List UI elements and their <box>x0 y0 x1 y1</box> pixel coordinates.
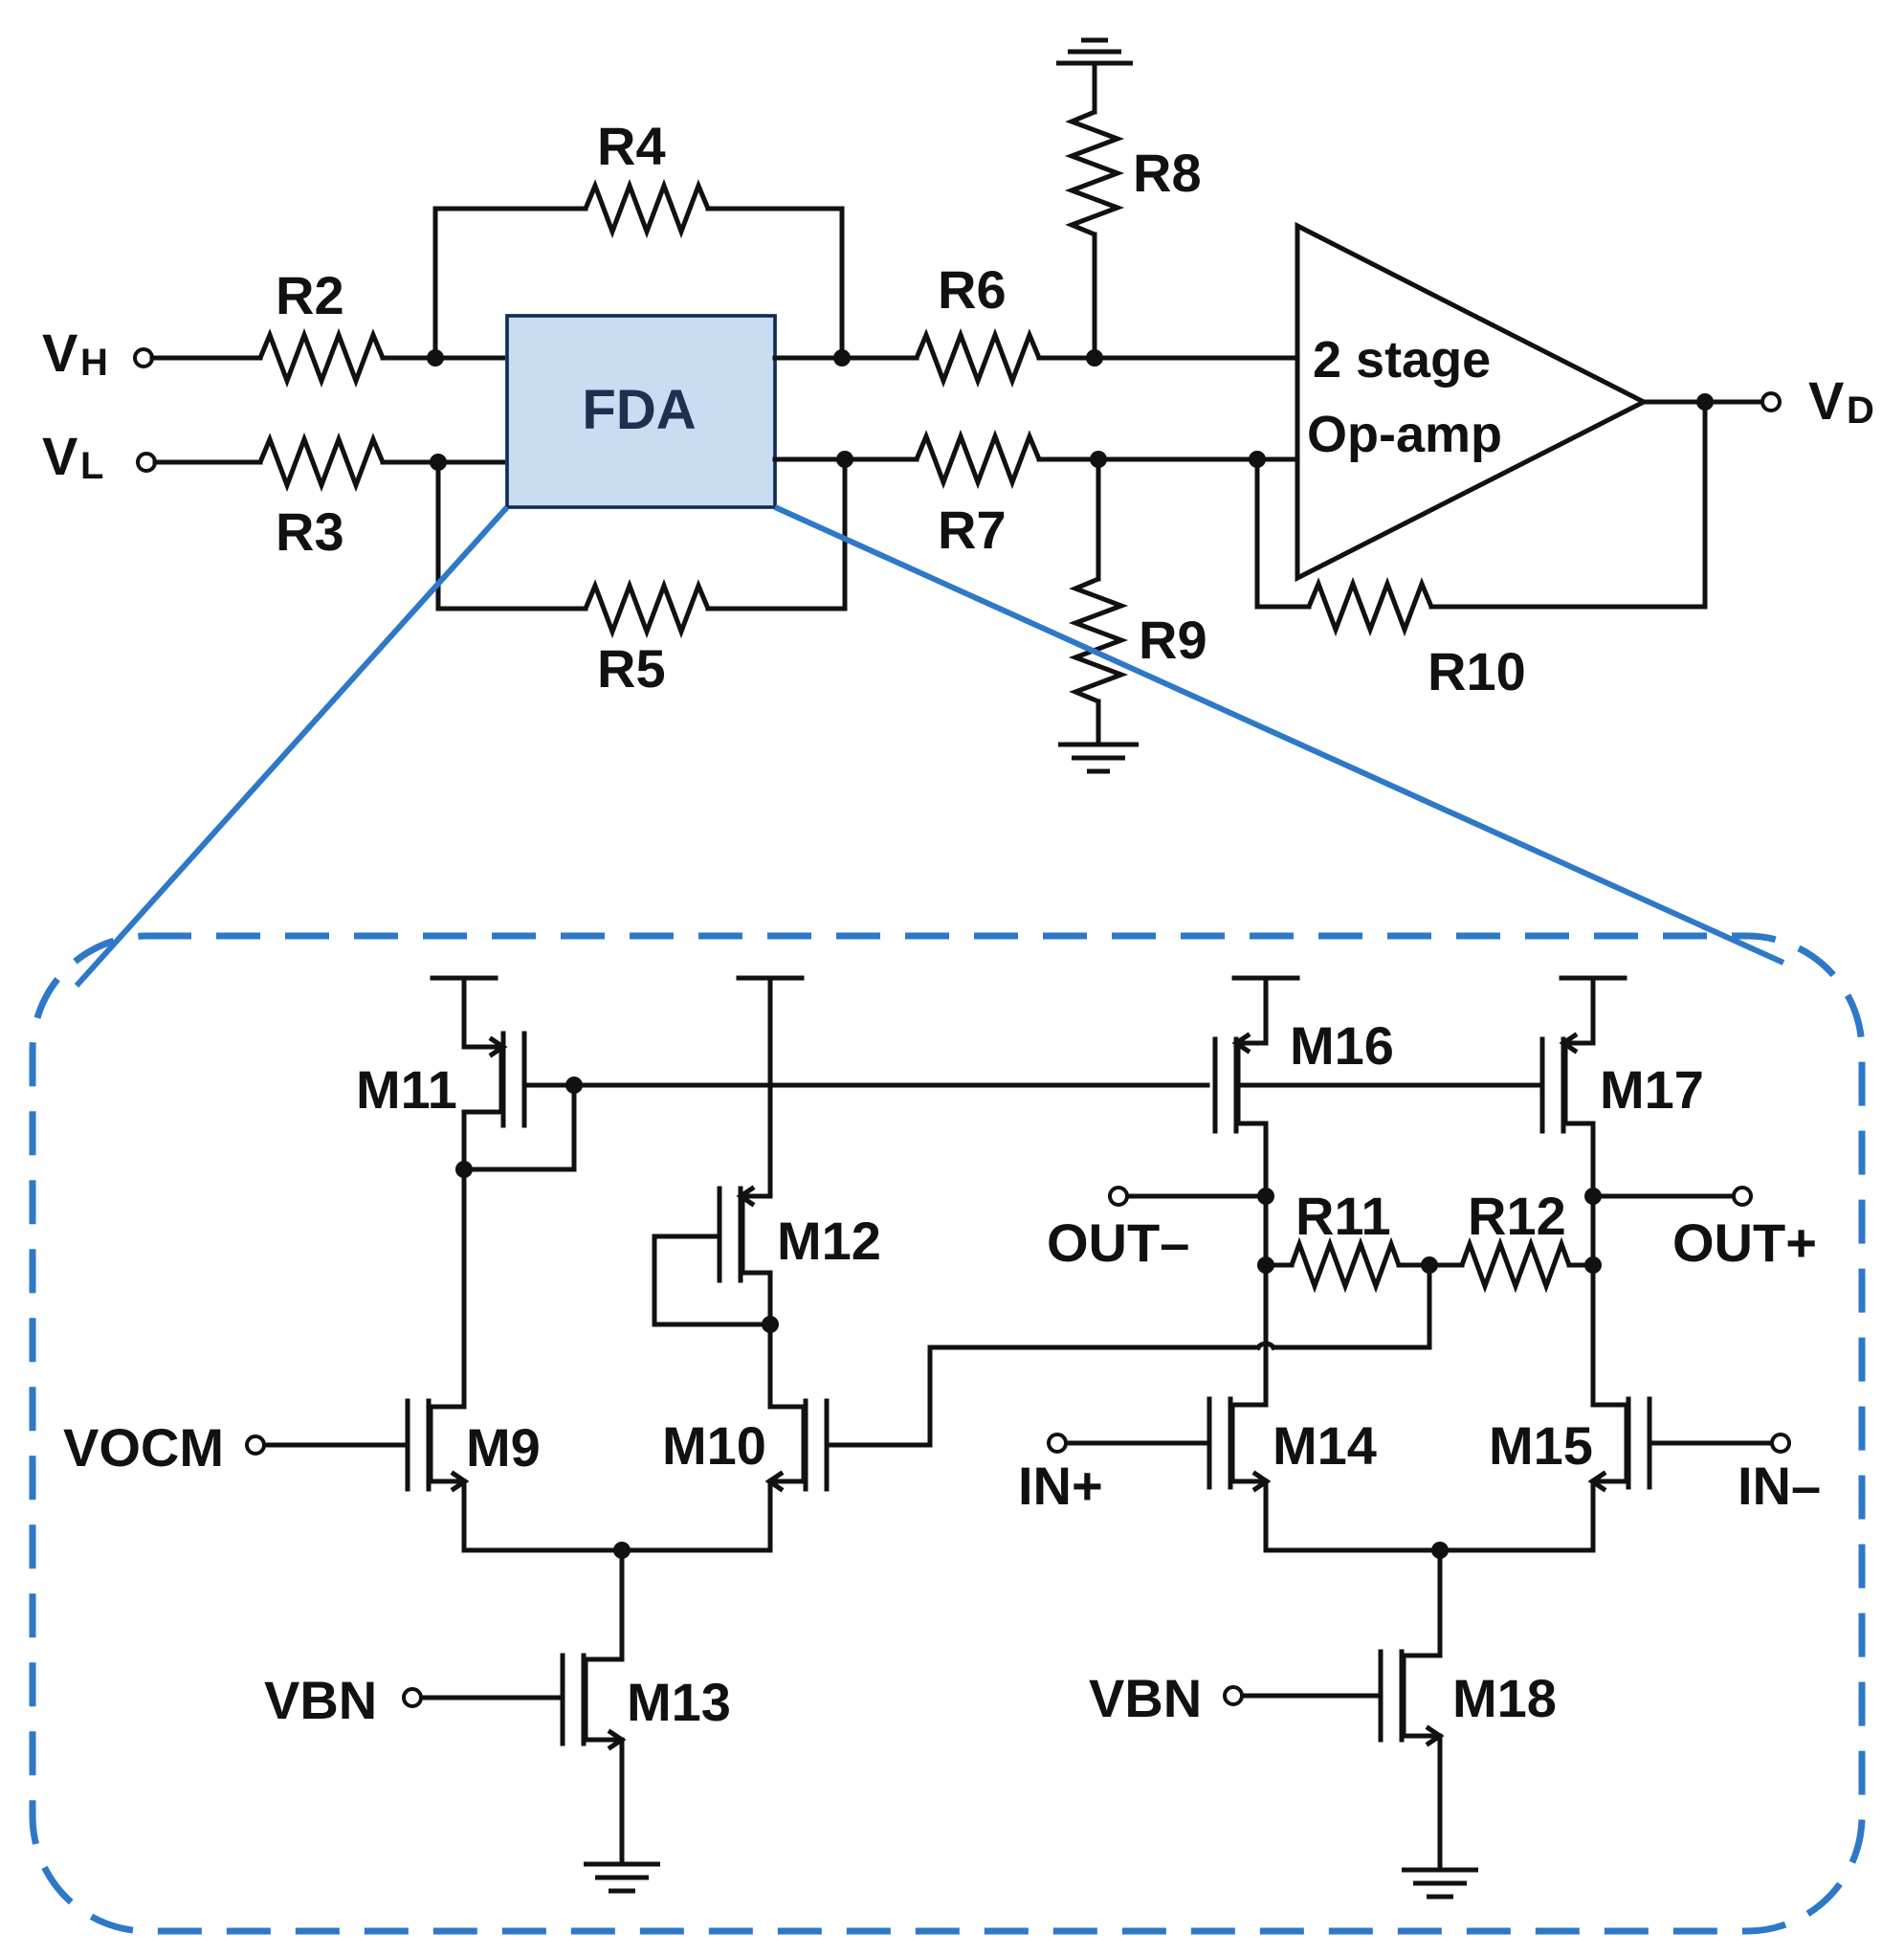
ground-symbol-m18 <box>1402 1867 1478 1900</box>
resistor-r7 <box>914 429 1042 490</box>
out-minus-terminal <box>1108 1186 1129 1207</box>
svg-text:H: H <box>80 342 108 384</box>
fda-label: FDA <box>582 379 696 441</box>
transistor-m17 <box>1233 975 1596 1199</box>
vbn-terminal-left <box>402 1687 423 1708</box>
top-circuit: FDA <box>42 37 1874 774</box>
opamp-label-line2: Op-amp <box>1307 406 1502 463</box>
m16-label: M16 <box>1290 1015 1394 1076</box>
ground-symbol-r9 <box>1058 742 1139 774</box>
r5-feedback <box>435 459 848 639</box>
zoom-line-left <box>74 504 510 989</box>
svg-text:V: V <box>42 322 77 383</box>
r4-label: R4 <box>597 116 666 176</box>
resistor-r4 <box>583 178 711 239</box>
vbn-terminal-right <box>1223 1685 1244 1706</box>
output-network <box>1108 1186 1753 1408</box>
in-plus-terminal <box>1047 1433 1068 1454</box>
r3-label: R3 <box>276 501 344 562</box>
vocm-terminal <box>245 1434 266 1456</box>
resistor-r11 <box>1289 1236 1402 1294</box>
svg-text:L: L <box>80 445 103 487</box>
supply-symbol-top <box>1056 37 1133 66</box>
in-plus-label: IN+ <box>1018 1456 1103 1516</box>
transistor-m11 <box>461 975 1210 1172</box>
resistor-r12 <box>1459 1236 1572 1294</box>
m9-label: M9 <box>466 1417 541 1478</box>
r8-branch <box>1056 37 1133 361</box>
vl-terminal <box>136 452 157 473</box>
ground-symbol-m13 <box>584 1861 660 1894</box>
top-junctions <box>427 349 1714 471</box>
resistor-r10 <box>1306 576 1434 637</box>
m10-label: M10 <box>662 1415 766 1476</box>
vh-label: V H <box>42 322 108 384</box>
in-minus-terminal <box>1770 1433 1791 1454</box>
vbn-label-left: VBN <box>264 1670 377 1730</box>
in-minus-label: IN– <box>1738 1456 1821 1516</box>
detail-junctions <box>455 1077 1602 1559</box>
m14-label: M14 <box>1273 1415 1377 1476</box>
zoom-callout <box>29 504 1866 1935</box>
out-plus-terminal <box>1732 1186 1753 1207</box>
m18-label: M18 <box>1452 1668 1557 1728</box>
vl-input-path <box>136 432 510 493</box>
vocm-label: VOCM <box>63 1417 224 1478</box>
out-plus-label: OUT+ <box>1672 1212 1817 1273</box>
m17-label: M17 <box>1600 1059 1704 1120</box>
r6-label: R6 <box>938 259 1007 320</box>
r10-label: R10 <box>1428 641 1526 701</box>
r12-label: R12 <box>1468 1186 1566 1246</box>
zoom-line-right <box>773 504 1785 966</box>
opamp-triangle <box>1295 221 1649 583</box>
vd-terminal <box>1760 391 1782 412</box>
svg-text:V: V <box>1808 370 1844 431</box>
transistor-m10 <box>764 1262 1432 1553</box>
r9-branch <box>1058 456 1139 774</box>
transistor-m9 <box>245 1167 470 1553</box>
fda-detail-frame <box>29 932 1866 1935</box>
transistor-m12 <box>652 975 773 1327</box>
svg-text:D: D <box>1847 389 1874 432</box>
r5-label: R5 <box>597 638 666 699</box>
out-minus-label: OUT– <box>1047 1212 1189 1273</box>
transistor-m18 <box>1223 1547 1596 1900</box>
m11-label: M11 <box>356 1059 457 1120</box>
vh-input-path <box>133 327 510 389</box>
svg-text:V: V <box>42 426 77 486</box>
r11-label: R11 <box>1295 1186 1391 1246</box>
resistor-r9 <box>1068 576 1129 704</box>
m13-label: M13 <box>627 1672 731 1732</box>
resistor-r6 <box>914 327 1042 389</box>
r7-label: R7 <box>938 500 1007 560</box>
r4-feedback <box>432 178 845 361</box>
opamp-block: 2 stage Op-amp <box>1295 221 1649 583</box>
transistor-m14 <box>1047 1396 1272 1553</box>
r2-label: R2 <box>276 265 344 325</box>
m12-label: M12 <box>777 1211 881 1271</box>
resistor-r3 <box>257 432 386 493</box>
resistor-r5 <box>583 578 711 639</box>
vbn-label-right: VBN <box>1089 1668 1202 1728</box>
vl-label: V L <box>42 426 103 487</box>
resistor-r8 <box>1064 109 1125 237</box>
opamp-label-line1: 2 stage <box>1313 331 1491 389</box>
fda-detail: M11 M12 M16 M17 M9 M10 M13 M14 M15 M18 R… <box>63 975 1821 1900</box>
vh-terminal <box>133 347 154 368</box>
transistor-m15 <box>1587 1396 1791 1553</box>
r8-label: R8 <box>1133 143 1202 203</box>
r9-label: R9 <box>1139 610 1207 670</box>
resistor-r2 <box>257 327 386 389</box>
m15-label: M15 <box>1489 1415 1593 1476</box>
vd-label: V D <box>1808 370 1874 432</box>
